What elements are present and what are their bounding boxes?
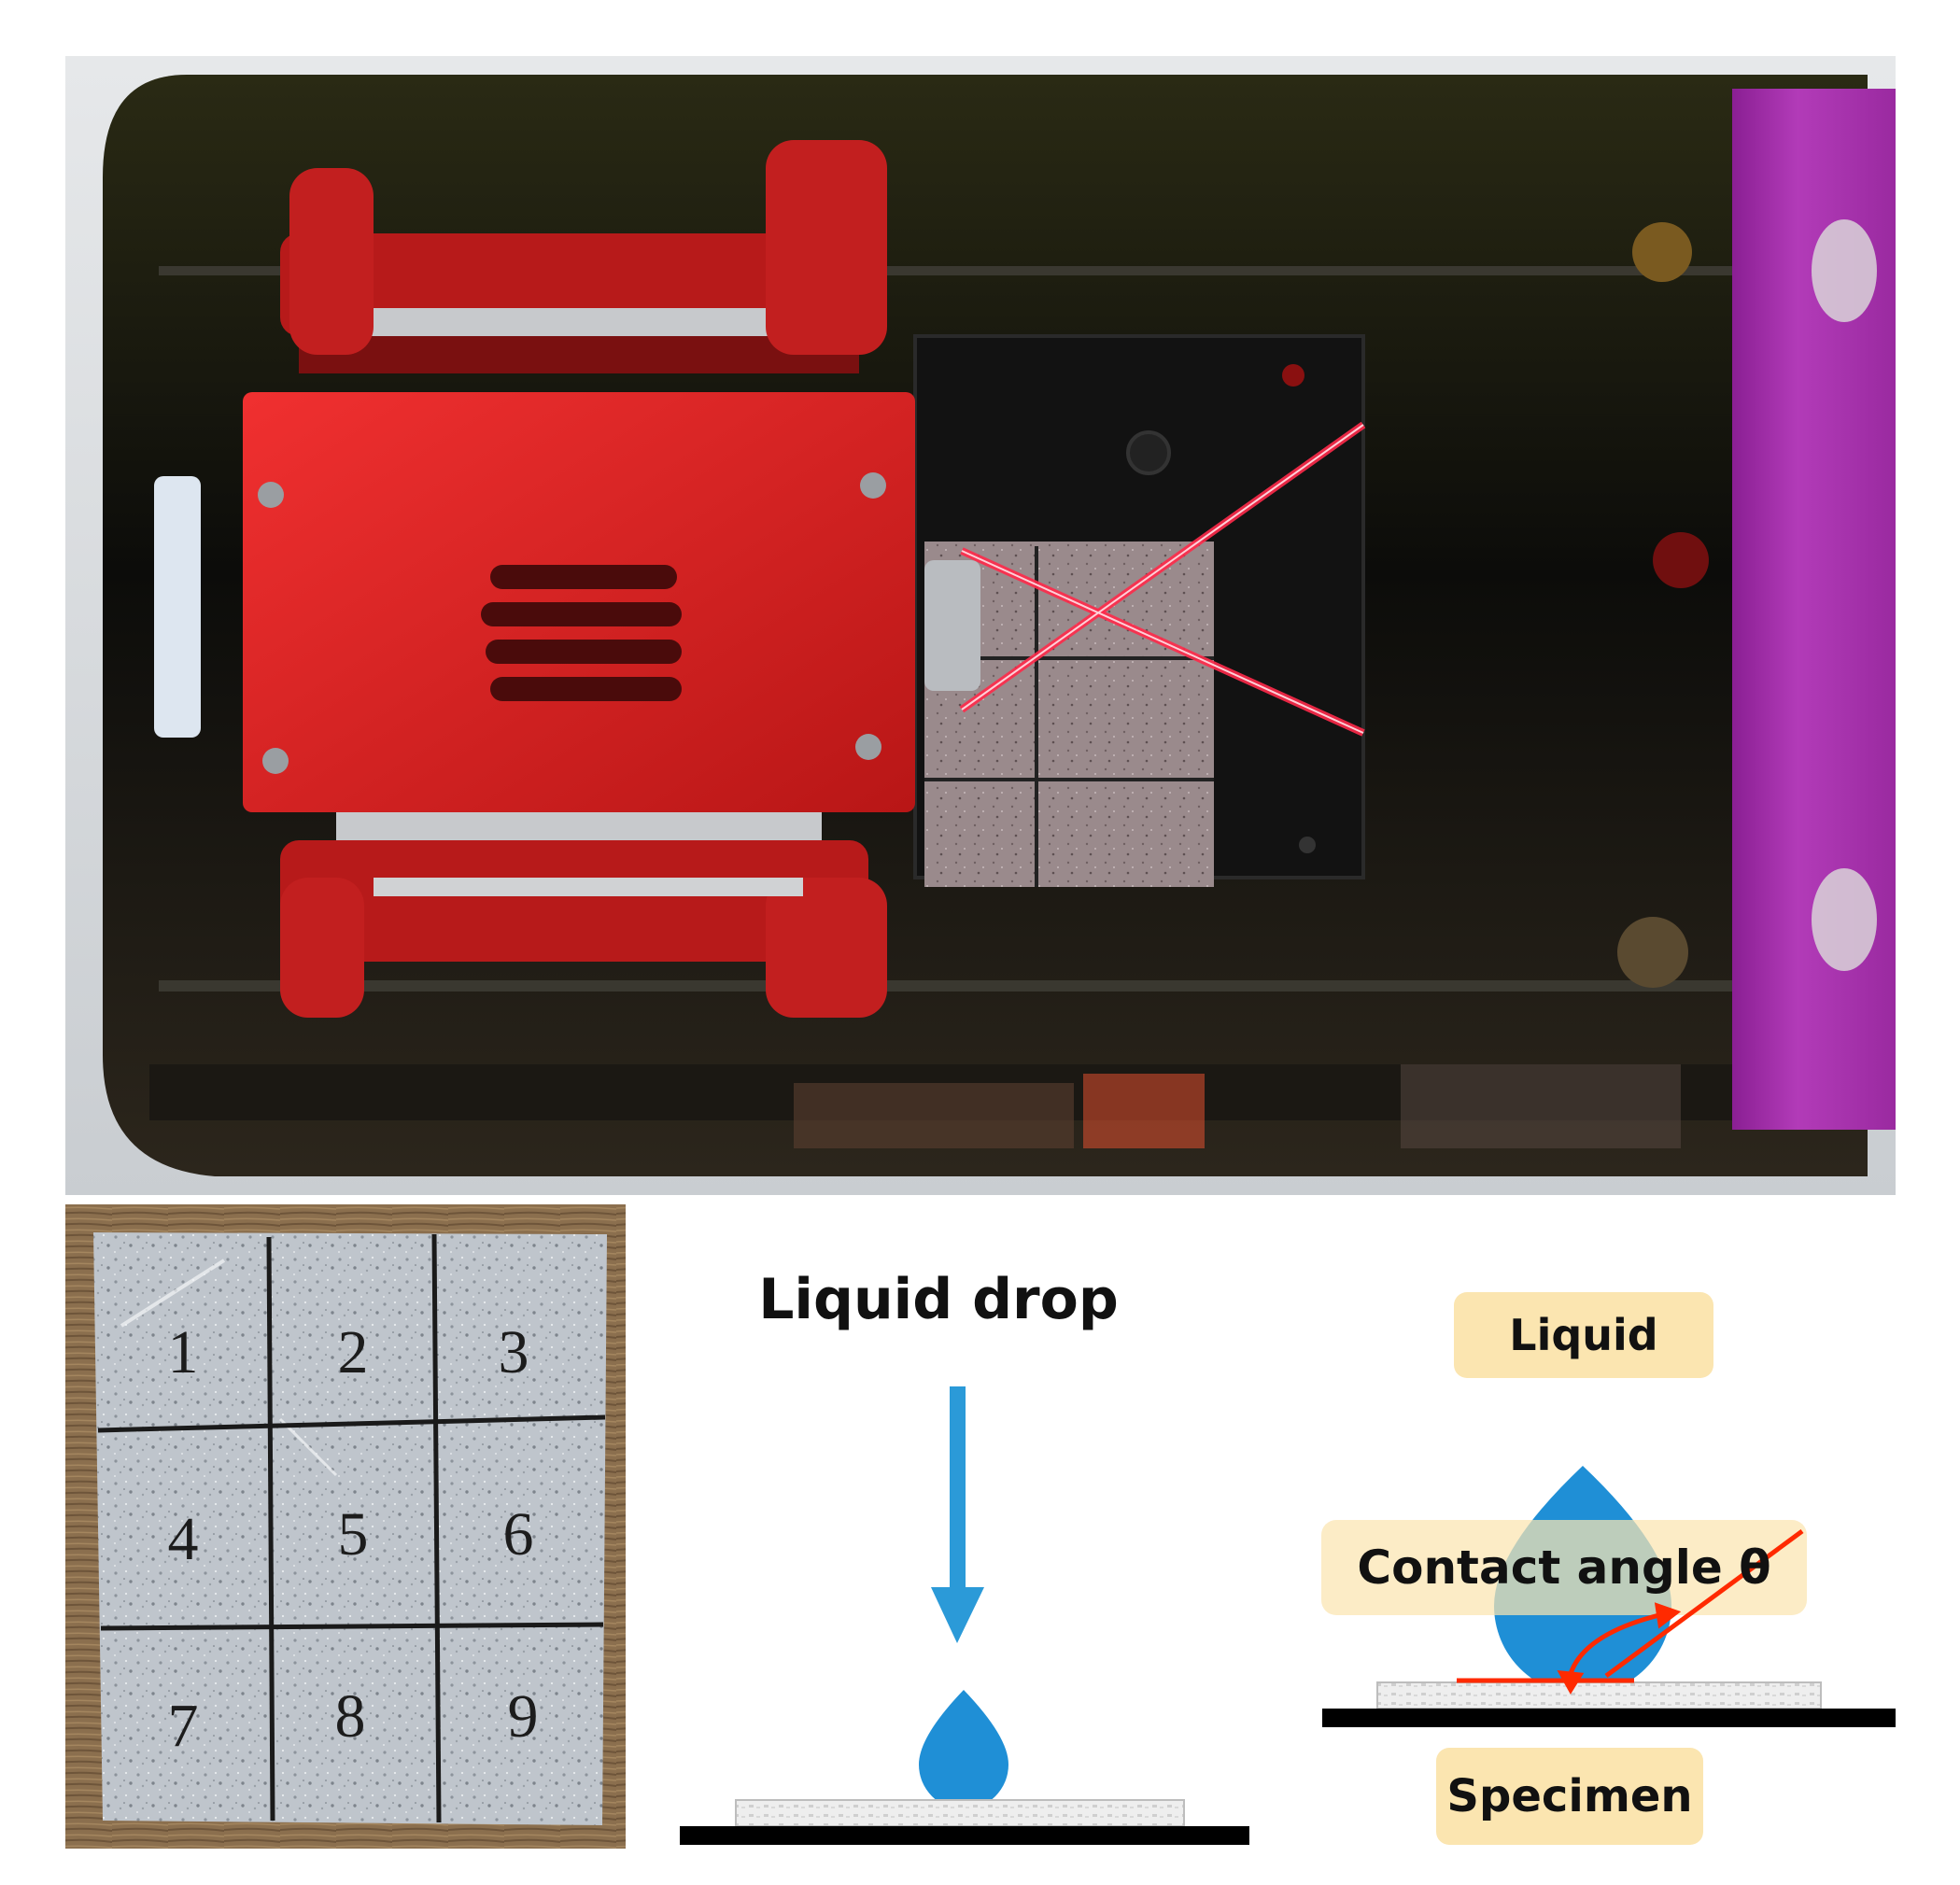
specimen-block — [93, 1232, 607, 1825]
cell-number-3: 3 — [499, 1318, 529, 1386]
specimen-label: Specimen — [1436, 1748, 1703, 1845]
cell-number-7: 7 — [168, 1692, 199, 1760]
specimen-slab-right — [1376, 1681, 1822, 1709]
grid-lines — [97, 1233, 606, 1823]
downward-arrow-icon — [931, 1386, 984, 1643]
cell-number-6: 6 — [503, 1500, 534, 1568]
specimen-slab — [735, 1799, 1185, 1827]
contact-angle-schematic — [1321, 1466, 1896, 1727]
base-line — [680, 1826, 1249, 1845]
liquid-label: Liquid — [1454, 1292, 1713, 1378]
cell-number-5: 5 — [338, 1500, 369, 1568]
cell-number-4: 4 — [168, 1505, 199, 1573]
specimen-photo: 1 2 3 4 5 6 7 8 9 — [65, 1204, 626, 1849]
cell-number-8: 8 — [335, 1682, 366, 1751]
cell-number-9: 9 — [508, 1682, 539, 1751]
cell-number-2: 2 — [338, 1318, 369, 1386]
water-drop-icon — [919, 1690, 1008, 1809]
red-goniometer-mount — [154, 140, 980, 1018]
base-line-right — [1322, 1709, 1896, 1727]
laser-cross — [959, 421, 1366, 737]
angle-pill — [1321, 1520, 1807, 1615]
instrument-photo — [65, 56, 1896, 1195]
cell-number-1: 1 — [168, 1318, 199, 1386]
drop-schematic: Liquid drop — [680, 1267, 1249, 1845]
contact-angle-label: Contact angle θ — [1357, 1540, 1771, 1595]
grid-cell-numbers: 1 2 3 4 5 6 7 8 9 — [168, 1318, 539, 1760]
tangent-lines — [1457, 1528, 1804, 1695]
liquid-drop-title: Liquid drop — [758, 1267, 1119, 1332]
